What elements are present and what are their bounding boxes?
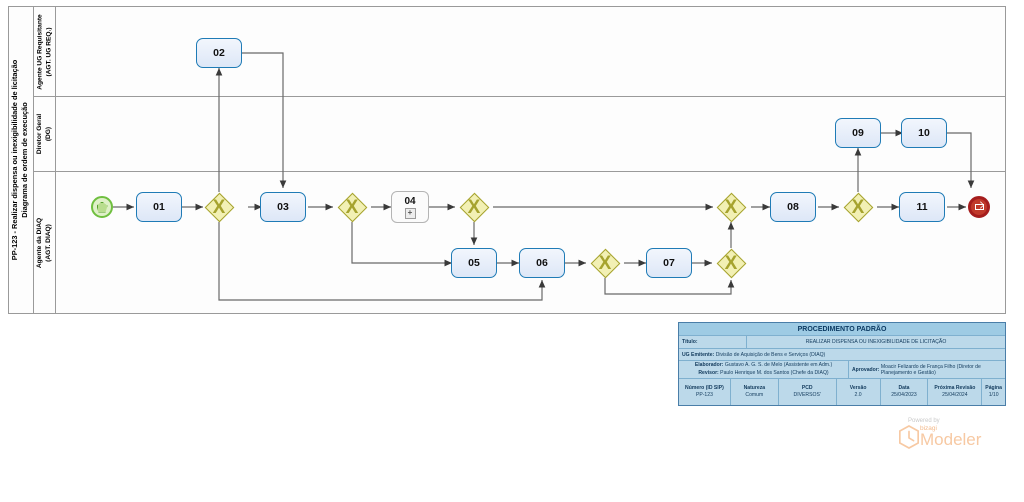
gateway-5[interactable]: X: [716, 248, 746, 278]
legend-titulo-label: Título:: [679, 336, 747, 348]
sub-process-04-label: 04: [404, 195, 416, 207]
gateway-4[interactable]: X: [590, 248, 620, 278]
gateway-1[interactable]: X: [204, 192, 234, 222]
legend-aprovador-label: Aprovador:: [852, 366, 880, 373]
pentagon-icon: [96, 201, 108, 213]
gateway-7-x-icon: X: [851, 196, 865, 218]
legend-footer-numero-header: Número (ID SIP): [685, 385, 724, 391]
legend-elaborador-revisor: Elaborador: Gustavo A. G. S. de Melo (As…: [679, 361, 849, 378]
legend-footer-pagina-value: 1/10: [988, 392, 999, 398]
legend-footer-pcd-header: PCD: [801, 385, 813, 391]
task-03[interactable]: 03: [260, 192, 306, 222]
legend-table: PROCEDIMENTO PADRÃO Título: REALIZAR DIS…: [678, 322, 1006, 406]
pool-title: PP-123 - Realizar dispensa ou inexigibil…: [8, 6, 34, 314]
gateway-3[interactable]: X: [459, 192, 489, 222]
task-08[interactable]: 08: [770, 192, 816, 222]
legend-row-footer: Número (ID SIP) PP-123 Natureza Comum PC…: [679, 379, 1005, 405]
legend-row-elaborador: Elaborador: Gustavo A. G. S. de Melo (As…: [679, 361, 1005, 379]
task-09[interactable]: 09: [835, 118, 881, 148]
legend-footer-pcd: PCD DIVERSOS': [779, 379, 837, 405]
task-01[interactable]: 01: [136, 192, 182, 222]
end-event-message[interactable]: [968, 196, 990, 218]
lane-label-diaq-line1: Agente da DIAQ: [36, 217, 44, 268]
lane-label-dg-line2: (DG): [45, 126, 53, 142]
task-10[interactable]: 10: [901, 118, 947, 148]
expand-plus-icon[interactable]: +: [404, 207, 416, 219]
lane-header-ug-req: Agente UG Requisitante (AGT. UG REQ.): [34, 7, 56, 96]
legend-footer-versao-value: 2.0: [854, 392, 862, 398]
legend-footer-pagina-header: Página: [985, 385, 1002, 391]
bizagi-wordmark: bizagi: [920, 425, 937, 432]
legend-ug-label: UG Emitente:: [682, 351, 715, 358]
legend-elaborador-value: Gustavo A. G. S. de Melo (Assistente em …: [724, 362, 833, 368]
lane-divider-2: [34, 171, 1006, 172]
powered-by-label: Powered by: [908, 418, 940, 424]
lane-label-dg-line1: Diretor Geral: [36, 113, 44, 155]
legend-aprovador: Aprovador: Moacir Felizardo de França Fi…: [849, 361, 1005, 378]
sub-process-04[interactable]: 04 +: [391, 191, 429, 223]
gateway-1-x-icon: X: [212, 196, 226, 218]
legend-footer-pagina: Página 1/10: [982, 379, 1005, 405]
powered-by-bizagi: Powered by bizagi Modeler: [898, 418, 1010, 458]
legend-aprovador-value: Moacir Felizardo de França Filho (Direto…: [880, 363, 981, 376]
legend-footer-natureza-value: Comum: [745, 392, 764, 398]
lane-label-ug-req-line1: Agente UG Requisitante: [36, 13, 44, 90]
task-02[interactable]: 02: [196, 38, 242, 68]
legend-header: PROCEDIMENTO PADRÃO: [679, 323, 1005, 336]
legend-footer-data: Data 25/04/2023: [881, 379, 929, 405]
legend-footer-proxima-revisao-header: Próxima Revisão: [934, 385, 976, 391]
modeler-wordmark: Modeler: [920, 430, 982, 449]
legend-footer-versao: Versão 2.0: [837, 379, 881, 405]
legend-footer-numero-value: PP-123: [695, 392, 713, 398]
bizagi-hex-logo-icon: [899, 425, 919, 449]
legend-ug-value: Divisão de Aquisição de Bens e Serviços …: [715, 351, 826, 358]
task-06[interactable]: 06: [519, 248, 565, 278]
legend-row-titulo: Título: REALIZAR DISPENSA OU INEXIGIBILI…: [679, 336, 1005, 349]
task-11[interactable]: 11: [899, 192, 945, 222]
legend-footer-numero: Número (ID SIP) PP-123: [679, 379, 731, 405]
gateway-2-x-icon: X: [345, 196, 359, 218]
legend-revisor-label: Revisor:: [698, 369, 719, 376]
lane-divider-1: [34, 96, 1006, 97]
task-05[interactable]: 05: [451, 248, 497, 278]
legend-footer-proxima-revisao: Próxima Revisão 25/04/2024: [928, 379, 983, 405]
legend-footer-natureza-header: Natureza: [743, 385, 766, 391]
gateway-6[interactable]: X: [716, 192, 746, 222]
lane-header-diaq: Agente da DIAQ (AGT. DIAQ): [34, 172, 56, 313]
lane-header-dg: Diretor Geral (DG): [34, 97, 56, 171]
legend-revisor-value: Paulo Henrique M. dos Santos (Chefe da D…: [720, 369, 829, 376]
lane-label-ug-req-line2: (AGT. UG REQ.): [45, 26, 53, 77]
gateway-5-x-icon: X: [724, 252, 738, 274]
legend-elaborador-label: Elaborador:: [694, 362, 724, 368]
legend-footer-natureza: Natureza Comum: [731, 379, 779, 405]
pool-title-line1: PP-123 - Realizar dispensa ou inexigibil…: [10, 59, 20, 261]
legend-footer-proxima-revisao-value: 25/04/2024: [942, 392, 968, 398]
legend-ug: UG Emitente: Divisão de Aquisição de Ben…: [679, 349, 1005, 360]
gateway-3-x-icon: X: [467, 196, 481, 218]
gateway-7[interactable]: X: [843, 192, 873, 222]
legend-footer-data-value: 25/04/2023: [891, 392, 917, 398]
bpmn-pool: [8, 6, 1006, 314]
task-07[interactable]: 07: [646, 248, 692, 278]
legend-row-ug: UG Emitente: Divisão de Aquisição de Ben…: [679, 349, 1005, 361]
lane-label-diaq-line2: (AGT. DIAQ): [45, 223, 53, 262]
envelope-icon: [974, 204, 984, 210]
gateway-2[interactable]: X: [337, 192, 367, 222]
legend-footer-versao-header: Versão: [849, 385, 867, 391]
legend-titulo-value: REALIZAR DISPENSA OU INEXIGIBILIDADE DE …: [805, 339, 947, 345]
start-event[interactable]: [91, 196, 113, 218]
legend-footer-pcd-value: DIVERSOS': [793, 392, 821, 398]
legend-footer-data-header: Data: [898, 385, 910, 391]
gateway-6-x-icon: X: [724, 196, 738, 218]
pool-title-line2: Diagrama de ordem de execução: [20, 102, 30, 218]
gateway-4-x-icon: X: [598, 252, 612, 274]
